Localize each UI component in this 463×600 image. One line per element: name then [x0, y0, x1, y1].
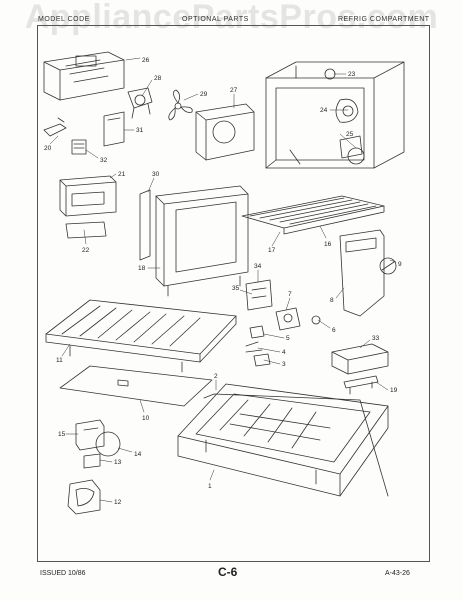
callout-30: 30 [152, 171, 160, 178]
callout-28: 28 [154, 75, 162, 82]
part-cover-31 [103, 111, 125, 147]
callout-32: 32 [100, 157, 108, 164]
part-19 [343, 375, 379, 395]
callout-5: 5 [286, 335, 290, 342]
callout-29: 29 [200, 91, 208, 98]
callout-3: 3 [282, 361, 286, 368]
part-fan-blade [168, 89, 193, 121]
callout-20: 20 [44, 145, 52, 152]
callout-14: 14 [134, 451, 142, 458]
header-optional-parts: OPTIONAL PARTS [182, 16, 249, 23]
callout-13: 13 [114, 459, 122, 466]
callout-25: 25 [346, 131, 354, 138]
part-fan-shroud [195, 103, 255, 161]
part-control-panel [339, 229, 397, 317]
callout-34: 34 [254, 263, 262, 270]
part-glass-shelf [241, 195, 385, 235]
part-liner [265, 61, 405, 169]
part-22 [65, 221, 107, 239]
callout-17: 17 [268, 247, 276, 254]
callout-26: 26 [142, 57, 150, 64]
callout-2: 2 [214, 373, 218, 380]
part-damper-assembly [245, 279, 321, 367]
callout-10: 10 [142, 415, 150, 422]
leader-lines [49, 57, 397, 503]
diagram-frame [37, 25, 430, 562]
callout-19: 19 [390, 387, 398, 394]
part-13 [83, 453, 101, 469]
part-21 [59, 175, 117, 217]
part-12 [67, 479, 101, 515]
callout-6: 6 [332, 327, 336, 334]
callout-4: 4 [282, 349, 286, 356]
part-bracket-32 [71, 139, 87, 155]
callout-11: 11 [56, 357, 63, 364]
callout-21: 21 [118, 171, 126, 178]
footer-issued: ISSUED 10/86 [40, 570, 86, 577]
header-model-code: MODEL CODE [38, 16, 90, 23]
part-15-14 [75, 419, 121, 457]
watermark: AppliancePartsPros.com [24, 0, 439, 36]
part-door-frame [139, 185, 249, 297]
part-evaporator-housing [43, 51, 125, 101]
callout-31: 31 [136, 127, 144, 134]
part-rail-2 [203, 393, 389, 497]
callout-9: 9 [398, 261, 402, 268]
header-refrig-compartment: REFRIG COMPARTMENT [338, 16, 430, 23]
callout-35: 35 [232, 285, 240, 292]
callout-33: 33 [372, 335, 380, 342]
part-crisper-cover [45, 299, 237, 373]
footer-page-code: C-6 [218, 565, 238, 579]
part-clip-20 [43, 117, 67, 137]
part-crisper-pan [177, 383, 389, 497]
part-fan-motor [127, 87, 153, 119]
callout-8: 8 [330, 297, 334, 304]
callout-7: 7 [288, 291, 292, 298]
callout-27: 27 [230, 87, 238, 94]
footer-reference: A-43-26 [385, 570, 410, 577]
callout-16: 16 [324, 241, 332, 248]
callout-15: 15 [58, 431, 66, 438]
callout-numbers: 26 28 29 27 23 24 25 20 31 32 21 22 30 1… [44, 57, 402, 506]
callout-24: 24 [320, 107, 328, 114]
callout-22: 22 [82, 247, 90, 254]
callout-23: 23 [348, 71, 356, 78]
part-33 [331, 343, 389, 375]
callout-1: 1 [208, 483, 212, 490]
callout-18: 18 [138, 265, 146, 272]
part-glass-10 [59, 365, 213, 407]
callout-12: 12 [114, 499, 122, 506]
